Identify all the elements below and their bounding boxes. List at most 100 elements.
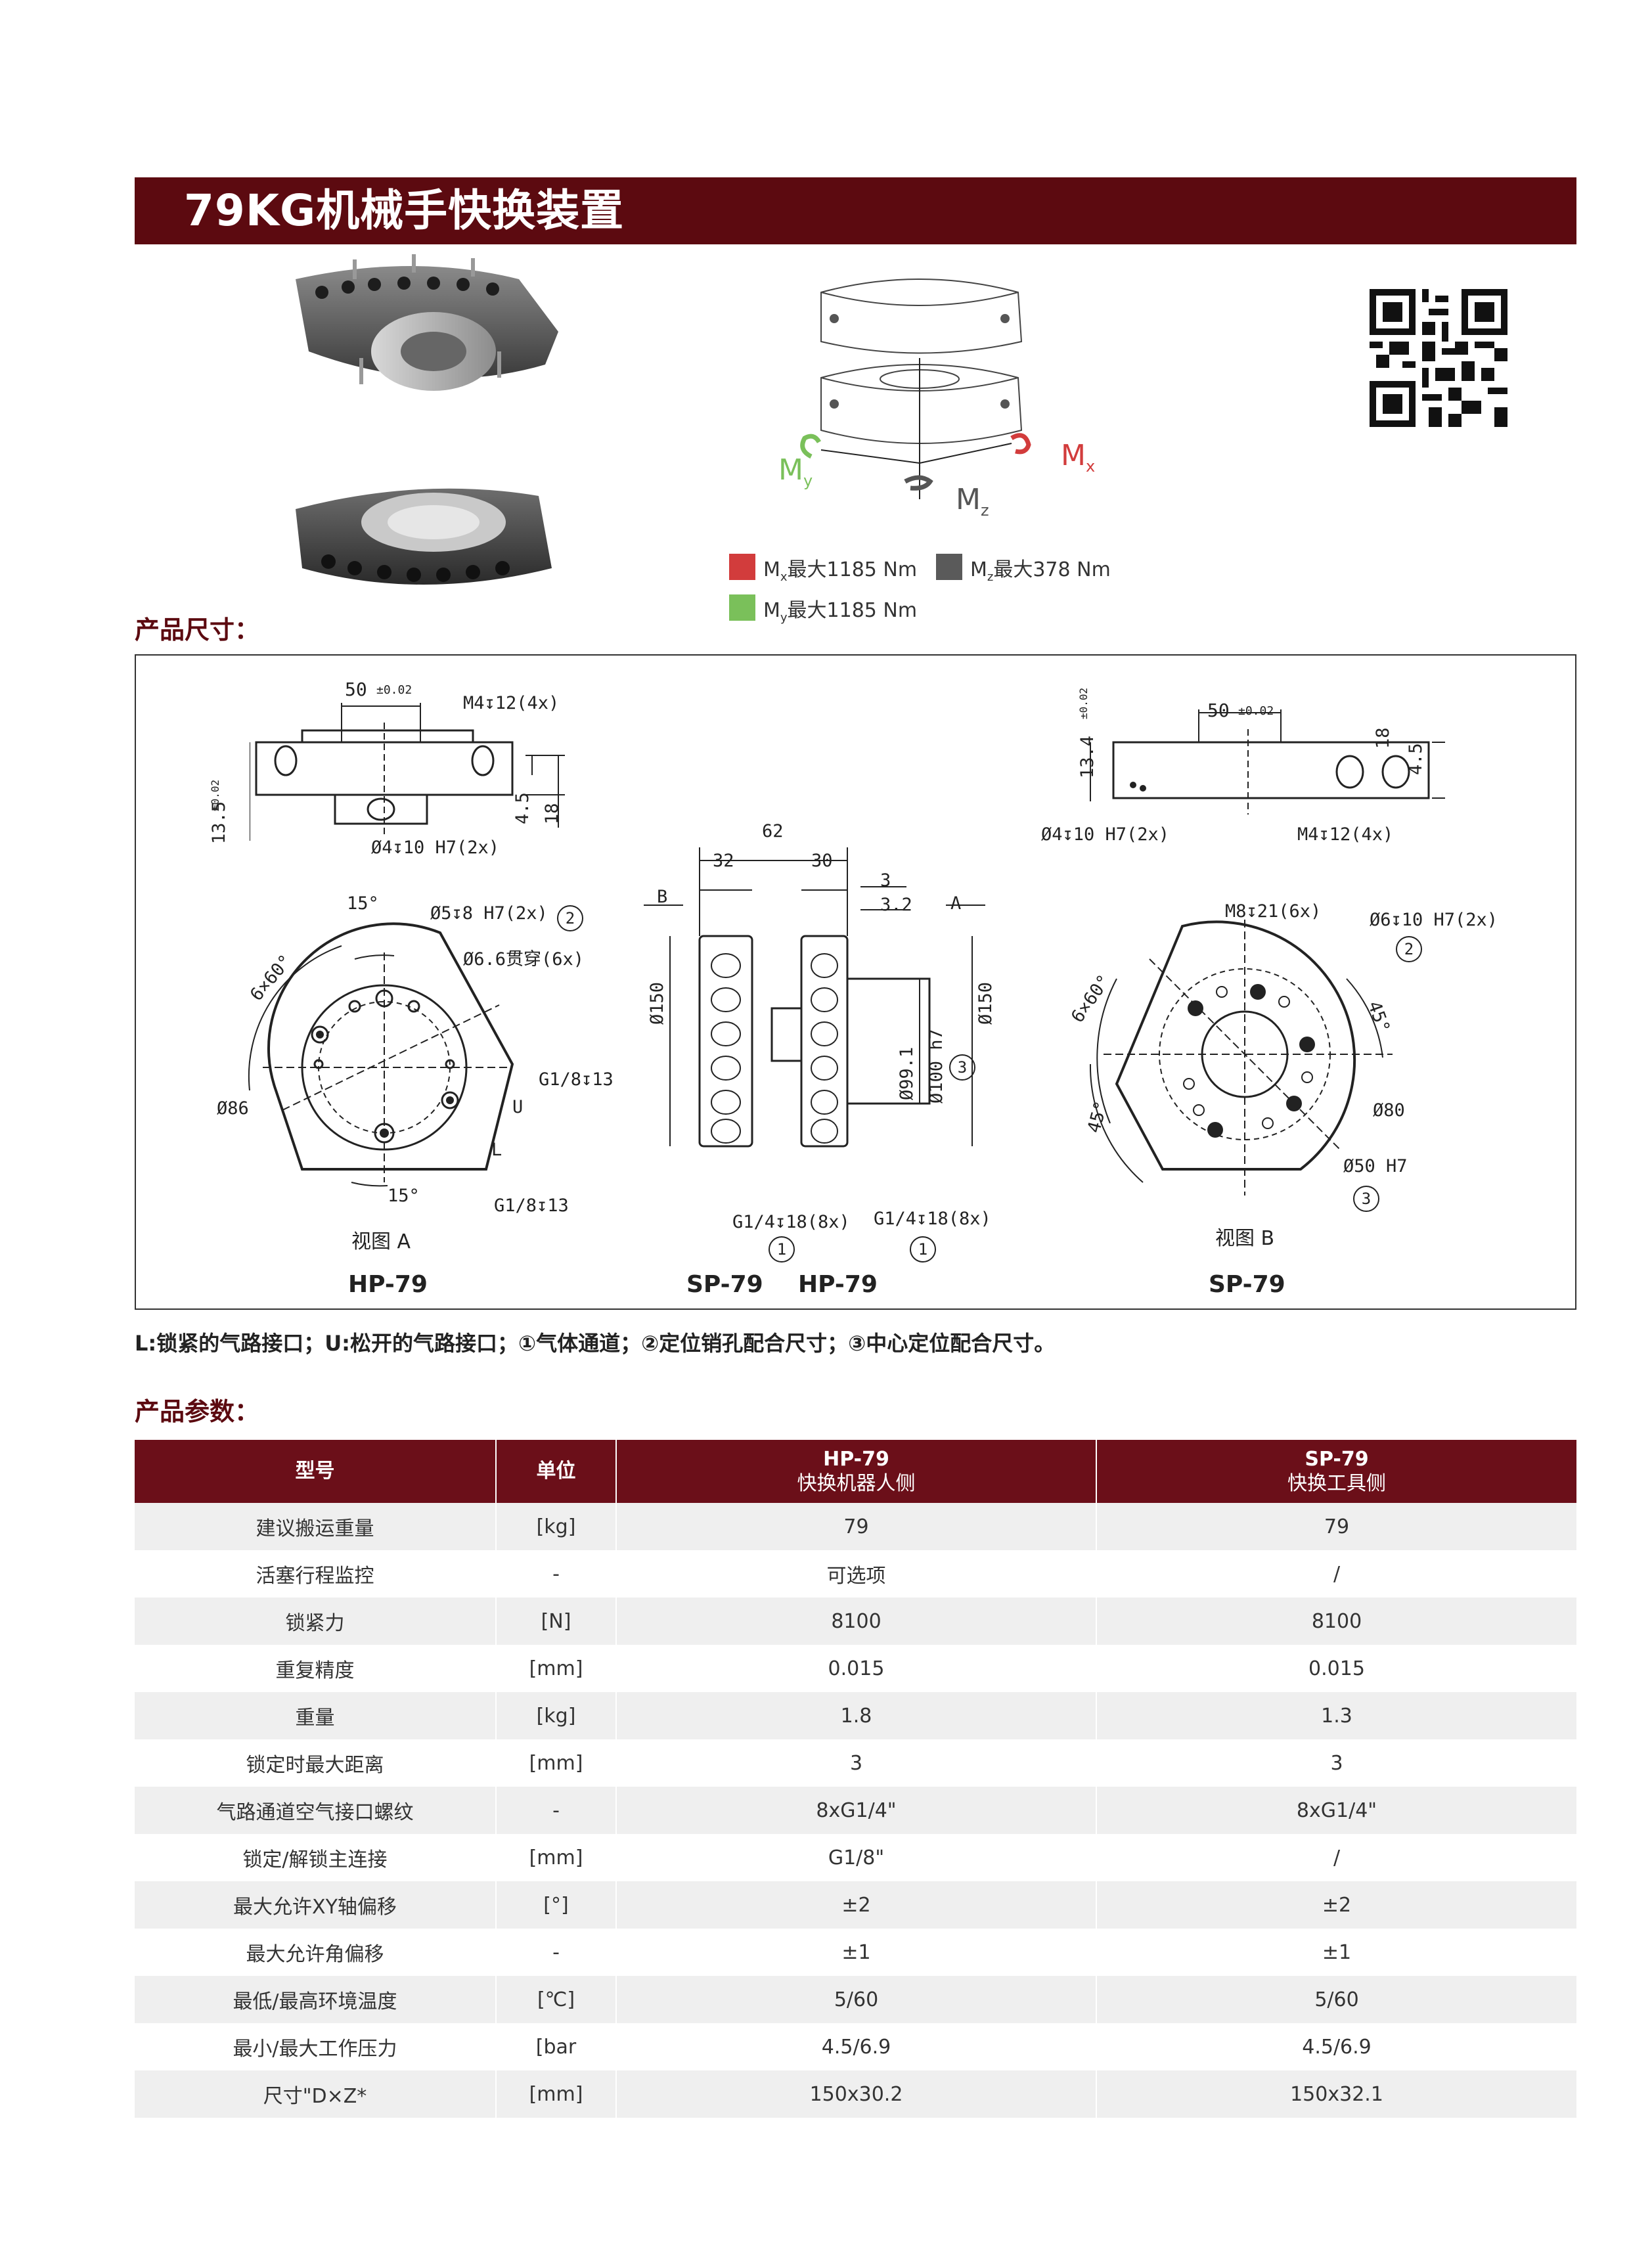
- mx-legend: Mx最大1185 Nm: [763, 558, 918, 584]
- side-dim-62: 62: [762, 821, 784, 841]
- cell-hp: 150x30.2: [616, 2070, 1097, 2118]
- cell-name: 最大允许角偏移: [135, 1929, 497, 1976]
- cell-sp: 5/60: [1096, 1976, 1576, 2023]
- hp-dim-4-5: 4.5: [512, 792, 533, 824]
- cell-hp: 可选项: [616, 1550, 1097, 1598]
- cell-sp: 1.3: [1096, 1692, 1576, 1739]
- hp-dim-50: 50: [345, 679, 367, 700]
- cell-unit: [kg]: [496, 1692, 617, 1739]
- header-unit: 单位: [496, 1440, 617, 1503]
- view-b-m8: M8↧21(6x): [1225, 901, 1322, 922]
- cell-unit: [N]: [496, 1598, 617, 1645]
- sp-m4-label: M4↧12(4x): [1297, 824, 1394, 845]
- marker-three-view-b: 3: [1353, 1186, 1379, 1212]
- cell-hp: ±2: [616, 1881, 1097, 1929]
- hp-dim-13-5-tol: ±0.02: [209, 779, 221, 811]
- table-row: 活塞行程监控-可选项/: [135, 1550, 1576, 1598]
- cell-unit: [°]: [496, 1881, 617, 1929]
- marker-two-view-b: 2: [1396, 936, 1422, 962]
- view-a-caption: 视图 A: [351, 1230, 411, 1253]
- view-a-d86: Ø86: [217, 1098, 249, 1119]
- cell-name: 锁定时最大距离: [135, 1739, 497, 1787]
- view-a-thru: Ø6.6贯穿(6x): [463, 949, 585, 970]
- cell-name: 最大允许XY轴偏移: [135, 1881, 497, 1929]
- product-photo-hp: [296, 254, 558, 391]
- sp-dim-50: 50: [1207, 700, 1230, 721]
- marker-one-right: 1: [910, 1236, 936, 1263]
- cell-hp: 8xG1/4": [616, 1787, 1097, 1834]
- marker-one-left: 1: [769, 1236, 795, 1263]
- cell-hp: 0.015: [616, 1645, 1097, 1692]
- sp-dim-4-5: 4.5: [1406, 743, 1426, 775]
- cell-unit: [mm]: [496, 1834, 617, 1881]
- side-view-drawing: [644, 847, 985, 1148]
- cell-name: 尺寸"D×Z*: [135, 2070, 497, 2118]
- cell-sp: ±2: [1096, 1881, 1576, 1929]
- cell-name: 重量: [135, 1692, 497, 1739]
- assembly-drawing: [800, 279, 1031, 499]
- cell-hp: 3: [616, 1739, 1097, 1787]
- cell-name: 锁紧力: [135, 1598, 497, 1645]
- side-dim-150-left: Ø150: [647, 981, 667, 1025]
- side-dim-3: 3: [880, 870, 891, 891]
- sp-pin-label: Ø4↧10 H7(2x): [1041, 824, 1170, 845]
- hp-pin-label: Ø4↧10 H7(2x): [371, 838, 500, 858]
- cell-sp: 8100: [1096, 1598, 1576, 1645]
- my-label: My: [778, 453, 813, 490]
- cell-unit: [mm]: [496, 2070, 617, 2118]
- table-row: 锁定/解锁主连接[mm]G1/8"/: [135, 1834, 1576, 1881]
- cell-hp: 5/60: [616, 1976, 1097, 2023]
- cell-sp: 8xG1/4": [1096, 1787, 1576, 1834]
- table-row: 最大允许XY轴偏移[°]±2±2: [135, 1881, 1576, 1929]
- qr-code[interactable]: [1370, 289, 1507, 427]
- cell-unit: -: [496, 1787, 617, 1834]
- table-row: 最大允许角偏移-±1±1: [135, 1929, 1576, 1976]
- sp-top-view: [1090, 709, 1445, 815]
- sp-dim-13-4: 13.4: [1077, 735, 1098, 778]
- my-legend: My最大1185 Nm: [763, 599, 918, 625]
- cell-sp: 4.5/6.9: [1096, 2023, 1576, 2070]
- side-dim-99-1: Ø99.1: [897, 1046, 917, 1100]
- cell-sp: 150x32.1: [1096, 2070, 1576, 2118]
- mx-swatch: [729, 554, 755, 580]
- cell-unit: -: [496, 1929, 617, 1976]
- section-params: 产品参数：: [135, 1397, 260, 1426]
- view-b-d80: Ø80: [1373, 1100, 1405, 1121]
- view-a-l: L: [491, 1140, 502, 1160]
- cell-unit: [mm]: [496, 1739, 617, 1787]
- view-b-d50: Ø50 H7: [1343, 1156, 1408, 1176]
- mx-label: Mx: [1061, 439, 1096, 476]
- cell-unit: [℃]: [496, 1976, 617, 2023]
- view-b-caption: 视图 B: [1215, 1227, 1275, 1250]
- side-dim-150-right: Ø150: [975, 981, 996, 1025]
- marker-two-view-a: 2: [557, 905, 583, 931]
- mz-swatch: [936, 554, 962, 580]
- table-row: 气路通道空气接口螺纹-8xG1/4"8xG1/4": [135, 1787, 1576, 1834]
- side-dim-100: Ø100 h7: [926, 1029, 947, 1104]
- view-a-15-bottom: 15°: [388, 1186, 420, 1206]
- dimension-drawing: [135, 654, 1576, 1310]
- cell-hp: 1.8: [616, 1692, 1097, 1739]
- view-a-u: U: [512, 1097, 524, 1117]
- view-a-pin5: Ø5↧8 H7(2x): [430, 903, 548, 924]
- hp-top-view: [250, 703, 565, 841]
- view-b-drawing: [1089, 920, 1393, 1196]
- cell-name: 活塞行程监控: [135, 1550, 497, 1598]
- side-g14-right: G1/4↧18(8x): [874, 1209, 991, 1229]
- cell-sp: 79: [1096, 1503, 1576, 1550]
- label-sp-79-middle: SP-79: [686, 1271, 763, 1298]
- cell-hp: 8100: [616, 1598, 1097, 1645]
- cell-name: 最低/最高环境温度: [135, 1976, 497, 2023]
- my-swatch: [729, 594, 755, 621]
- cell-sp: 0.015: [1096, 1645, 1576, 1692]
- label-sp-79-right: SP-79: [1209, 1271, 1285, 1298]
- legend-note: L:锁紧的气路接口；U:松开的气路接口；①气体通道；②定位销孔配合尺寸；③中心定…: [135, 1331, 1056, 1356]
- cell-sp: 3: [1096, 1739, 1576, 1787]
